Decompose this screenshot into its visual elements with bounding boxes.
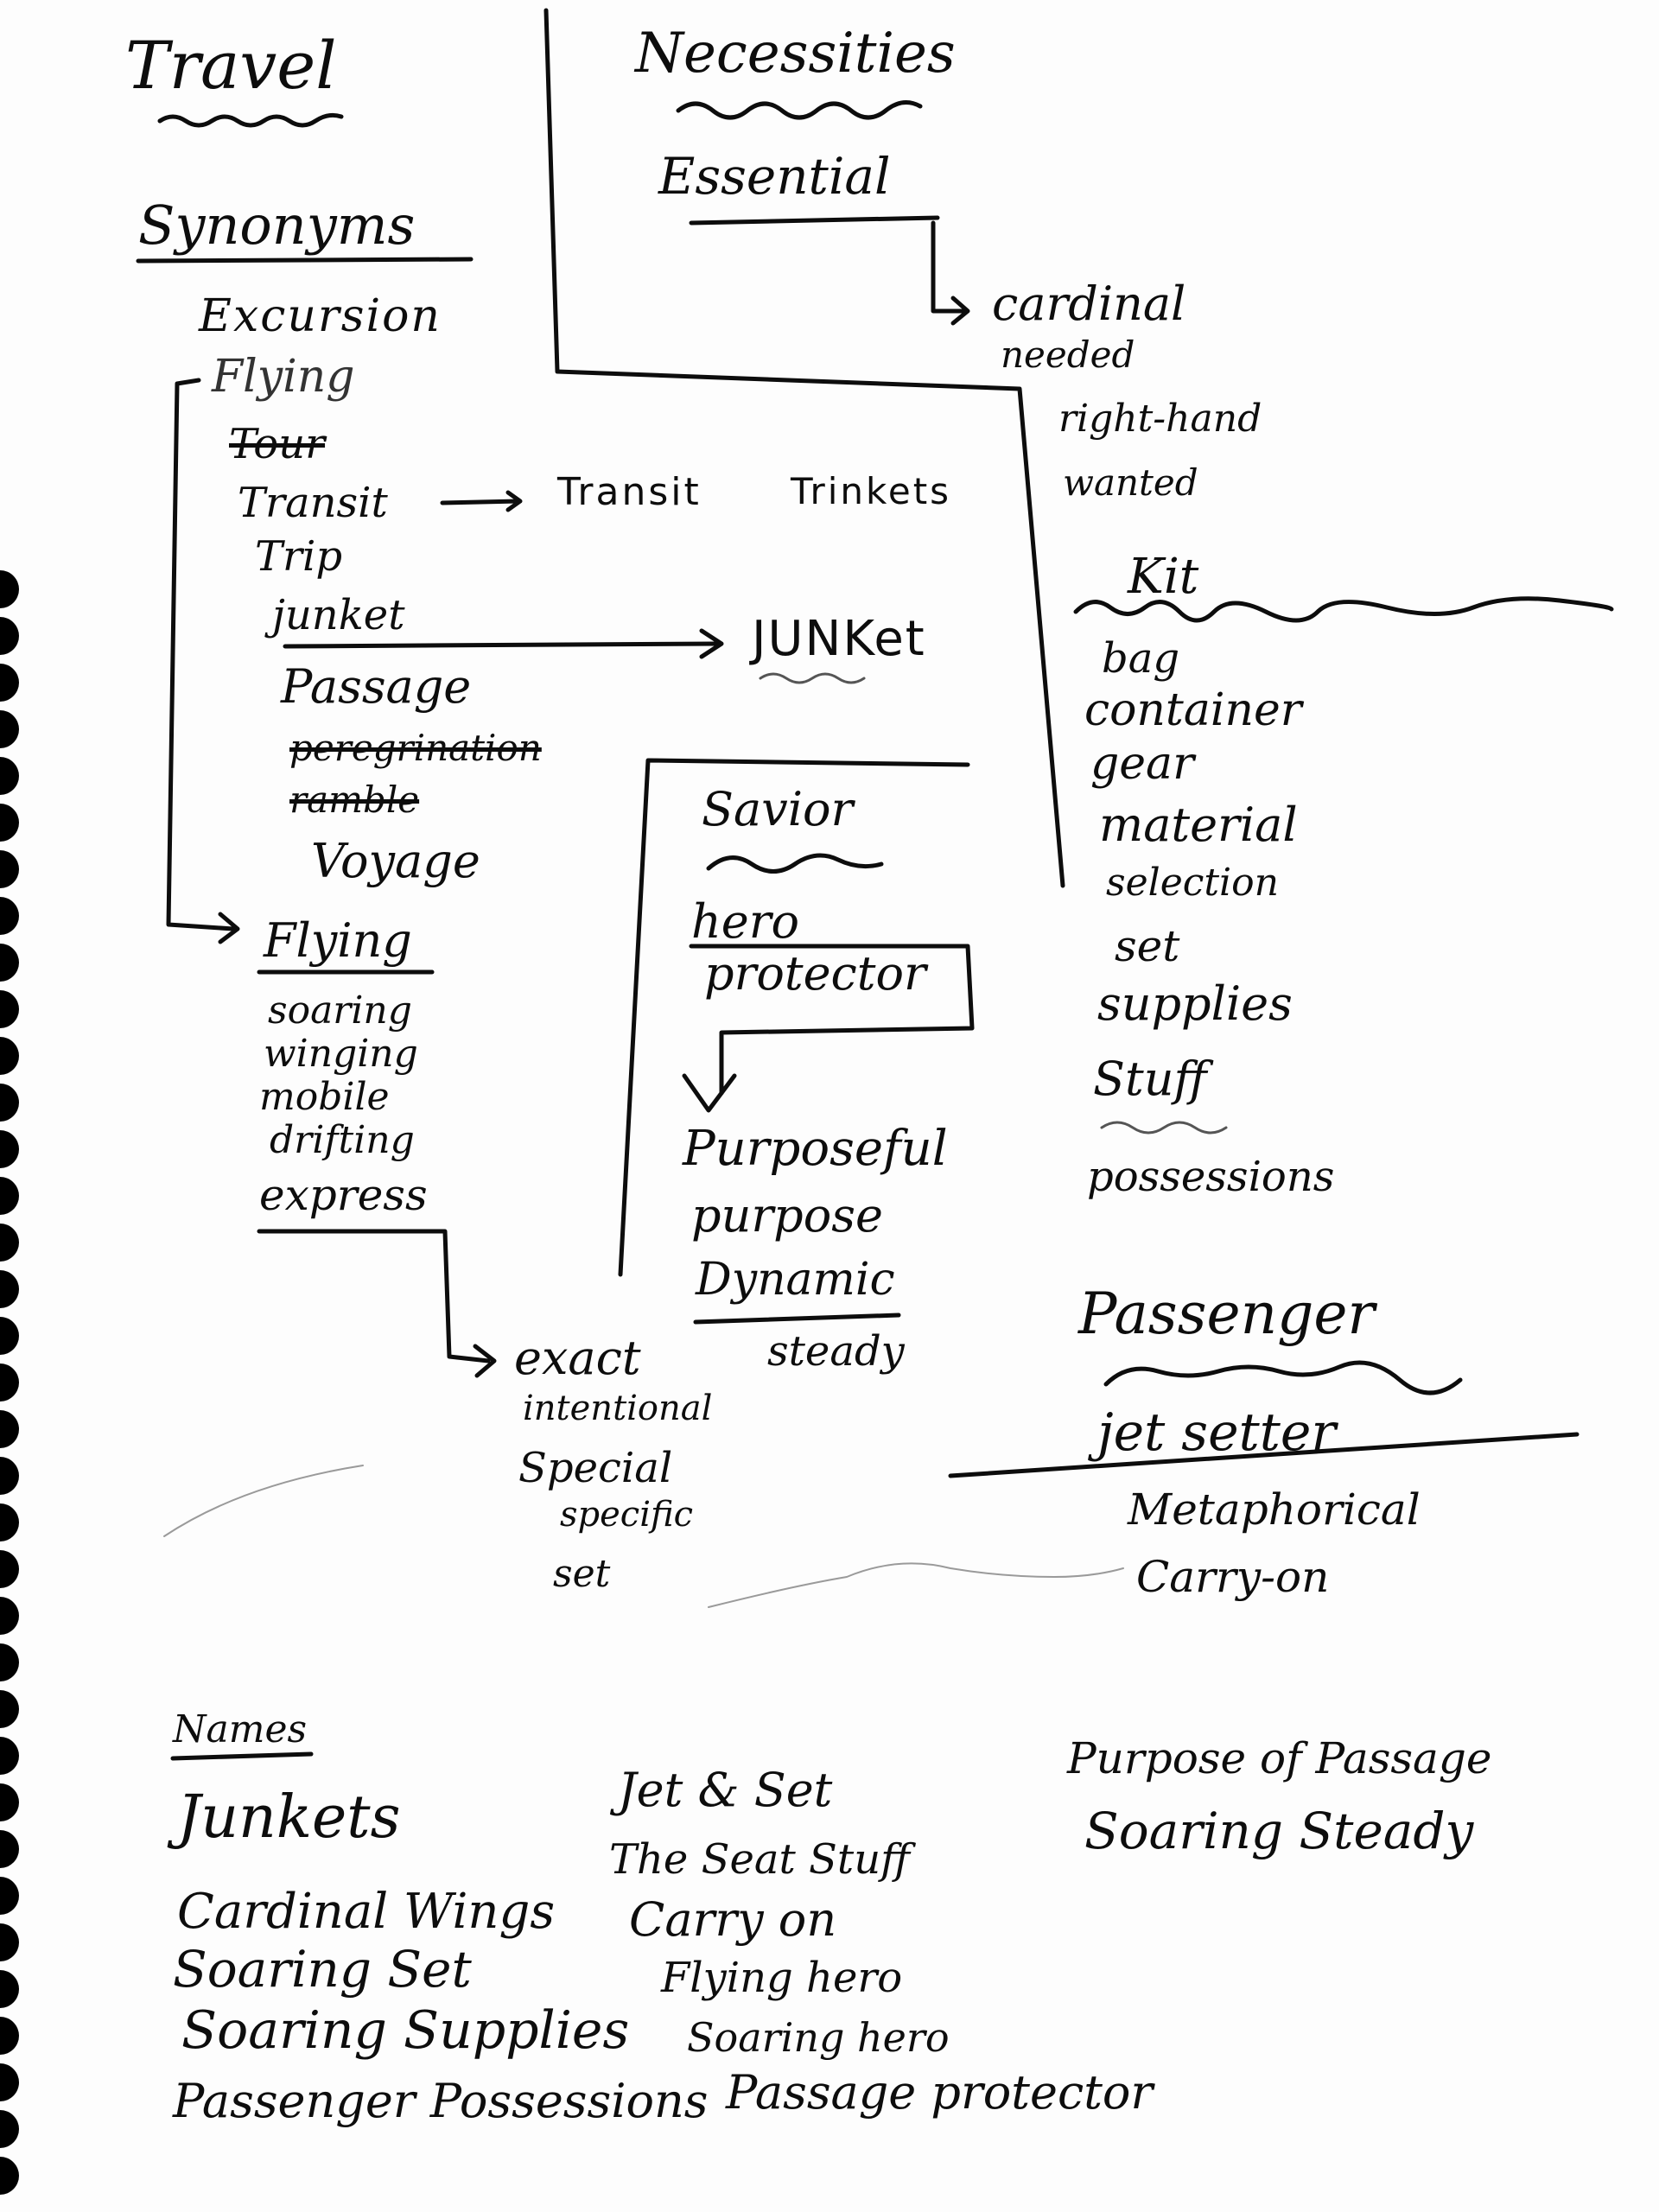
names-underline [173,1754,311,1758]
name-jet-and-set: Jet & Set [618,1767,832,1814]
name-soaring-supplies: Soaring Supplies [181,2005,629,2056]
junket-arrow-line [285,644,717,646]
kit-heading: Kit [1128,553,1198,601]
essential-word-right-hand: right-hand [1058,400,1262,438]
dynamic-label: Dynamic [696,1257,895,1302]
essential-word-cardinal: cardinal [992,281,1185,327]
synonym-flying: Flying [212,354,355,399]
name-passage-protector: Passage protector [726,2069,1153,2116]
essential-word-needed: needed [1001,337,1135,373]
faint-arc-left [164,1465,363,1536]
kit-word-container: container [1084,688,1302,733]
passenger-heading: Passenger [1078,1286,1375,1343]
exact-word-exact: exact [514,1335,641,1382]
synonym-transit: Transit [238,482,388,524]
flying-word-soaring: soaring [268,992,412,1030]
savior-underline [709,855,881,871]
express-to-exact-line [259,1231,488,1361]
necessities-underline [678,103,920,118]
kit-word-material: material [1099,802,1298,849]
flying-heading: Flying [264,918,412,964]
synonyms-heading: Synonyms [138,199,415,252]
trinkets-label: Trinkets [791,474,951,510]
flying-word-winging: winging [264,1035,418,1073]
kit-word-possessions: possessions [1087,1156,1334,1198]
synonym-voyage: Voyage [311,838,480,885]
name-soaring-steady: Soaring Steady [1084,1806,1473,1856]
protector-arrowhead [684,1076,734,1110]
exact-word-intentional: intentional [523,1391,712,1426]
kit-word-selection: selection [1106,864,1279,902]
flying-word-express: express [259,1173,428,1217]
name-carry-on: Carry on [629,1897,836,1943]
savior-heading: Savior [702,786,853,833]
name-the-seat-stuff: The Seat Stuff [609,1839,910,1880]
junk-underline [760,674,864,683]
essential-label: Essential [658,151,891,201]
necessities-heading: Necessities [635,26,956,81]
kit-word-set: set [1115,925,1179,968]
passenger-word-metaphorical: Metaphorical [1128,1488,1421,1531]
name-flying-hero: Flying hero [661,1957,902,1999]
synonyms-underline [138,259,471,261]
passenger-word-carry-on: Carry-on [1136,1555,1329,1599]
transit-link-label: Transit [557,474,702,512]
faint-arc-right [709,1563,1123,1607]
steady-label: steady [767,1331,905,1372]
kit-word-stuff: Stuff [1093,1056,1207,1103]
kit-word-supplies: supplies [1097,981,1293,1027]
exact-word-special: Special [518,1447,672,1489]
flying-bracket [168,380,233,929]
purposeful-label: Purposeful [683,1125,948,1173]
exact-word-set: set [553,1555,610,1593]
junket-link-label: JUNKet [752,615,926,664]
name-cardinal-wings: Cardinal Wings [177,1888,555,1936]
names-heading: Names [173,1711,307,1749]
dynamic-underline [696,1315,899,1322]
name-purpose-of-passage: Purpose of Passage [1067,1737,1491,1780]
exact-word-specific: specific [560,1497,693,1532]
essential-word-wanted: wanted [1063,465,1198,501]
page-title: Travel [125,33,337,99]
stuff-underline [1102,1122,1226,1133]
essential-underline [691,218,938,223]
transit-arrow-line [442,501,518,503]
synonym-junket: junket [272,594,405,636]
name-junkets: Junkets [177,1789,401,1847]
synonym-tour: Tour [229,423,325,465]
synonym-peregrination: peregrination [289,730,542,766]
synonym-ramble: ramble [289,782,419,818]
kit-word-bag: bag [1102,638,1179,679]
passenger-underline [1106,1363,1460,1393]
kit-word-gear: gear [1090,741,1194,786]
purpose-label: purpose [691,1192,883,1239]
synonym-excursion: Excursion [199,294,442,339]
name-soaring-hero: Soaring hero [687,2018,950,2057]
name-soaring-set: Soaring Set [173,1944,472,1994]
savior-word-hero: hero [691,899,799,945]
passenger-word-jet-setter: jet setter [1097,1407,1336,1459]
necessities-frame [546,10,1063,886]
essential-arrow [933,223,966,311]
flying-word-drifting: drifting [270,1122,415,1160]
savior-word-protector: protector [704,950,926,997]
synonym-passage: Passage [281,664,471,710]
name-passenger-possessions: Passenger Possessions [173,2078,709,2125]
synonym-trip: Trip [255,536,342,577]
flying-word-mobile: mobile [259,1078,390,1116]
travel-underline [160,115,341,125]
